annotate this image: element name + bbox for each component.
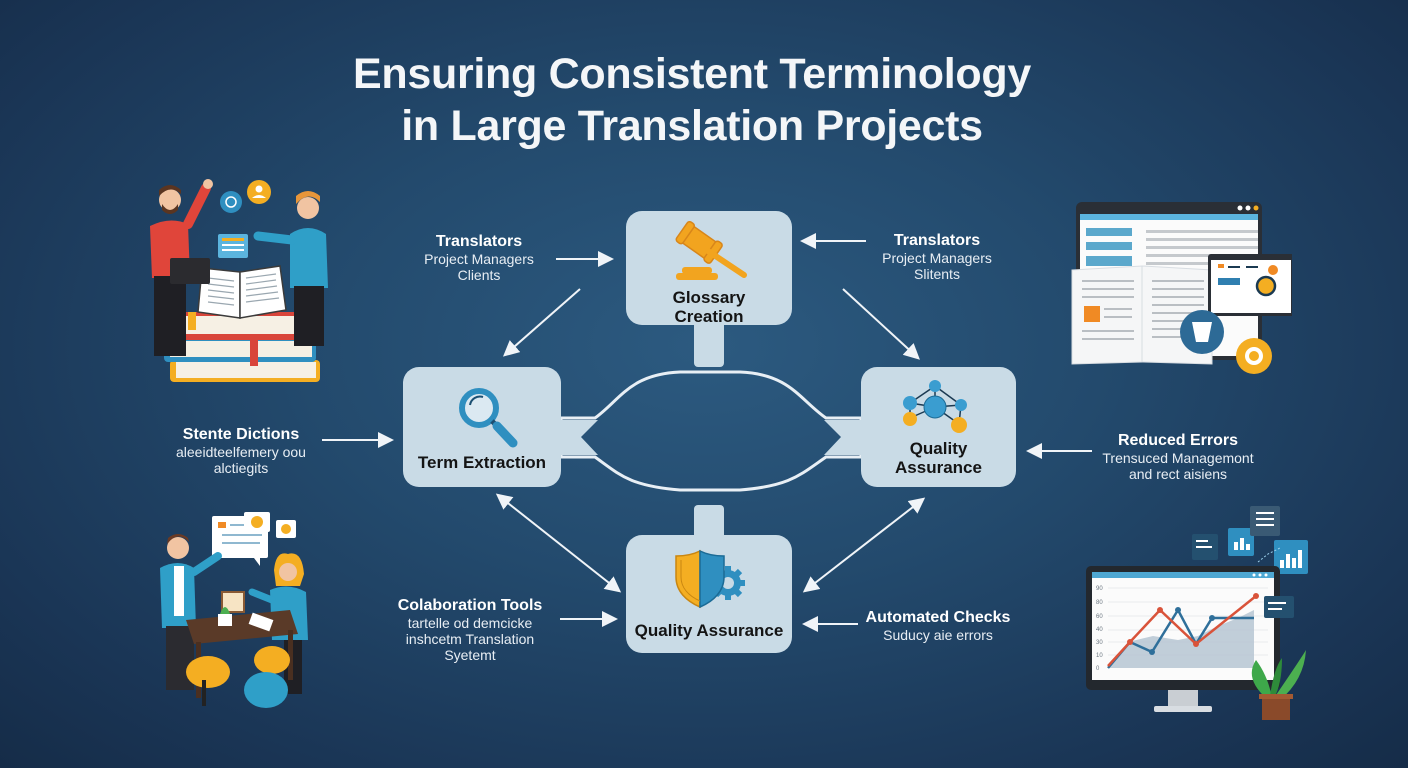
- annotation-bottom-right: Automated Checks Suducy aie errors: [865, 609, 1011, 643]
- svg-text:30: 30: [1096, 640, 1103, 646]
- annotation-bottom-left: Colaboration Tools tartelle od demcicke …: [397, 597, 543, 663]
- annotation-mid-left: Stente Dictions aleeidteelfemery oou alc…: [176, 426, 306, 476]
- node-quality-assurance-bottom[interactable]: Quality Assurance: [626, 505, 792, 653]
- svg-text:60: 60: [1096, 614, 1103, 620]
- node-quality-assurance-right[interactable]: Quality Assurance: [861, 367, 1016, 487]
- node-label: Glossary Creation: [672, 288, 746, 326]
- chat-bubble-icon: [220, 191, 242, 213]
- node-stem: [694, 505, 724, 539]
- annotation-top-left: Translators Project Managers Clients: [424, 233, 534, 283]
- book-stack-icon: [164, 312, 320, 382]
- title-line-2: in Large Translation Projects: [401, 102, 983, 150]
- node-label: Quality Assurance: [634, 621, 784, 640]
- network-nodes-icon: [903, 380, 967, 433]
- central-loop: [544, 370, 876, 492]
- person-blue-shirt: [253, 191, 328, 346]
- arrow-glossary-to-qa: [842, 288, 920, 360]
- arrow-glossary-to-term: [502, 288, 581, 357]
- ring-badge-icon: [1236, 338, 1272, 374]
- shield-gear-icon: [675, 549, 745, 609]
- magnifier-icon: [459, 388, 518, 448]
- arrow-qa-qa-bidirectional: [802, 497, 926, 593]
- team-with-books-illustration: [150, 179, 328, 382]
- document-browser-illustration: [1071, 202, 1292, 374]
- potted-plant-icon: [1251, 650, 1306, 720]
- person-red-shirt: [150, 179, 213, 356]
- arrow-term-qa-bidirectional: [495, 493, 622, 593]
- annotation-top-right: Translators Project Managers Slitents: [882, 232, 992, 282]
- annotation-mid-right: Reduced Errors Trensuced Managemont and …: [1102, 432, 1254, 482]
- svg-text:0: 0: [1096, 666, 1100, 672]
- collaboration-meeting-illustration: [160, 512, 308, 708]
- svg-text:90: 90: [1096, 586, 1103, 592]
- analytics-monitor-illustration: 90 80 60 40 30 10 0: [1086, 506, 1308, 720]
- svg-text:40: 40: [1096, 627, 1103, 633]
- node-term-extraction[interactable]: Term Extraction: [403, 367, 561, 487]
- open-book-icon: [197, 265, 287, 319]
- svg-text:80: 80: [1096, 600, 1103, 606]
- gavel-icon: [675, 221, 747, 280]
- page-title: Ensuring Consistent Terminology in Large…: [0, 48, 1384, 152]
- node-stem: [694, 323, 724, 367]
- svg-text:10: 10: [1096, 653, 1103, 659]
- node-glossary-creation[interactable]: Glossary Creation: [626, 211, 792, 367]
- node-label: Term Extraction: [417, 453, 547, 472]
- title-line-1: Ensuring Consistent Terminology: [353, 50, 1031, 98]
- node-label: Quality Assurance: [895, 439, 982, 477]
